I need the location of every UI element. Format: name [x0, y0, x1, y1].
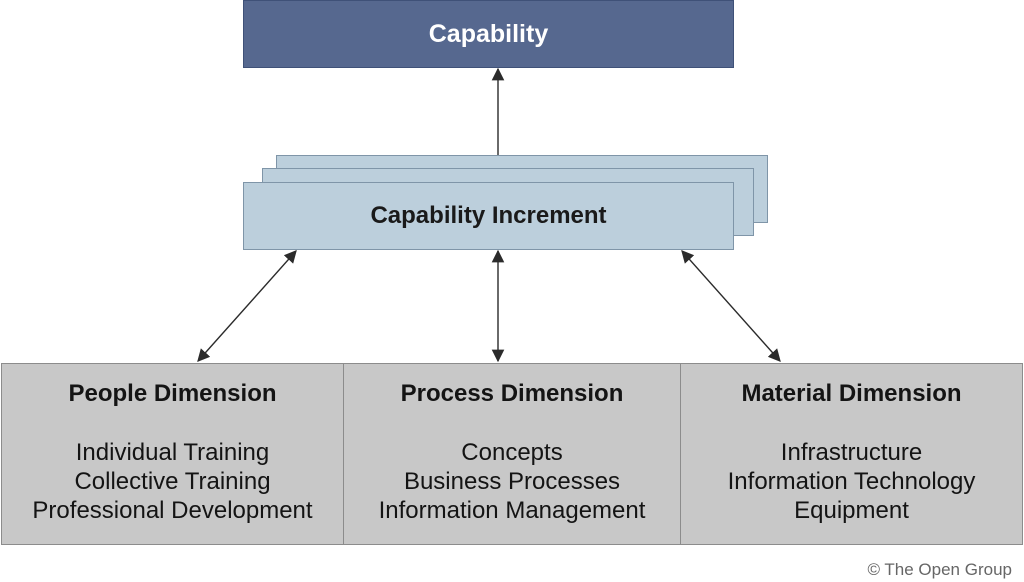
capability-increment-box: Capability Increment: [243, 182, 734, 250]
process-dimension-item: Business Processes: [403, 468, 621, 495]
capability-label: Capability: [428, 19, 549, 48]
material-dimension-title: Material Dimension: [741, 380, 962, 407]
process-dimension-box: Process Dimension Concepts Business Proc…: [343, 363, 681, 545]
people-dimension-arrow: [197, 250, 297, 362]
material-dimension-item: Infrastructure: [780, 439, 923, 466]
process-dimension-item: Concepts: [461, 439, 563, 466]
material-dimension-item: Information Technology: [727, 468, 976, 495]
process-dimension-item: Information Management: [378, 497, 646, 524]
people-dimension-item: Individual Training: [75, 439, 270, 466]
people-dimension-box: People Dimension Individual Training Col…: [1, 363, 344, 545]
material-dimension-arrow: [681, 250, 781, 362]
material-dimension-item: Equipment: [794, 497, 909, 524]
material-dimension-box: Material Dimension Infrastructure Inform…: [680, 363, 1023, 545]
copyright-notice: © The Open Group: [867, 560, 1012, 579]
people-dimension-title: People Dimension: [68, 380, 277, 407]
process-dimension-title: Process Dimension: [400, 380, 624, 407]
capability-box: Capability: [243, 0, 734, 68]
capability-increment-label: Capability Increment: [370, 202, 607, 229]
people-dimension-item: Collective Training: [74, 468, 271, 495]
people-dimension-item: Professional Development: [32, 497, 313, 524]
